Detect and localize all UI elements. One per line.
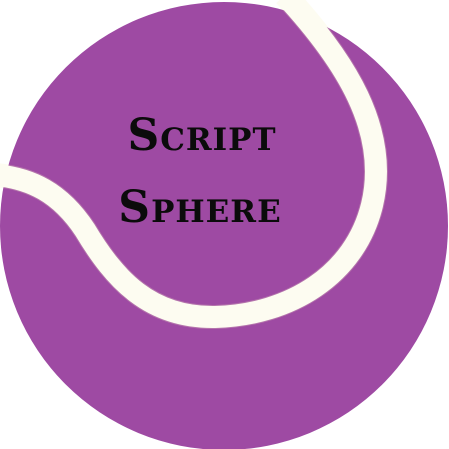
logo-line-2: Sphere xyxy=(118,182,281,233)
logo-line-1: Script xyxy=(127,110,276,161)
ball-seam-edge xyxy=(0,0,388,330)
ball-seam xyxy=(0,0,376,317)
